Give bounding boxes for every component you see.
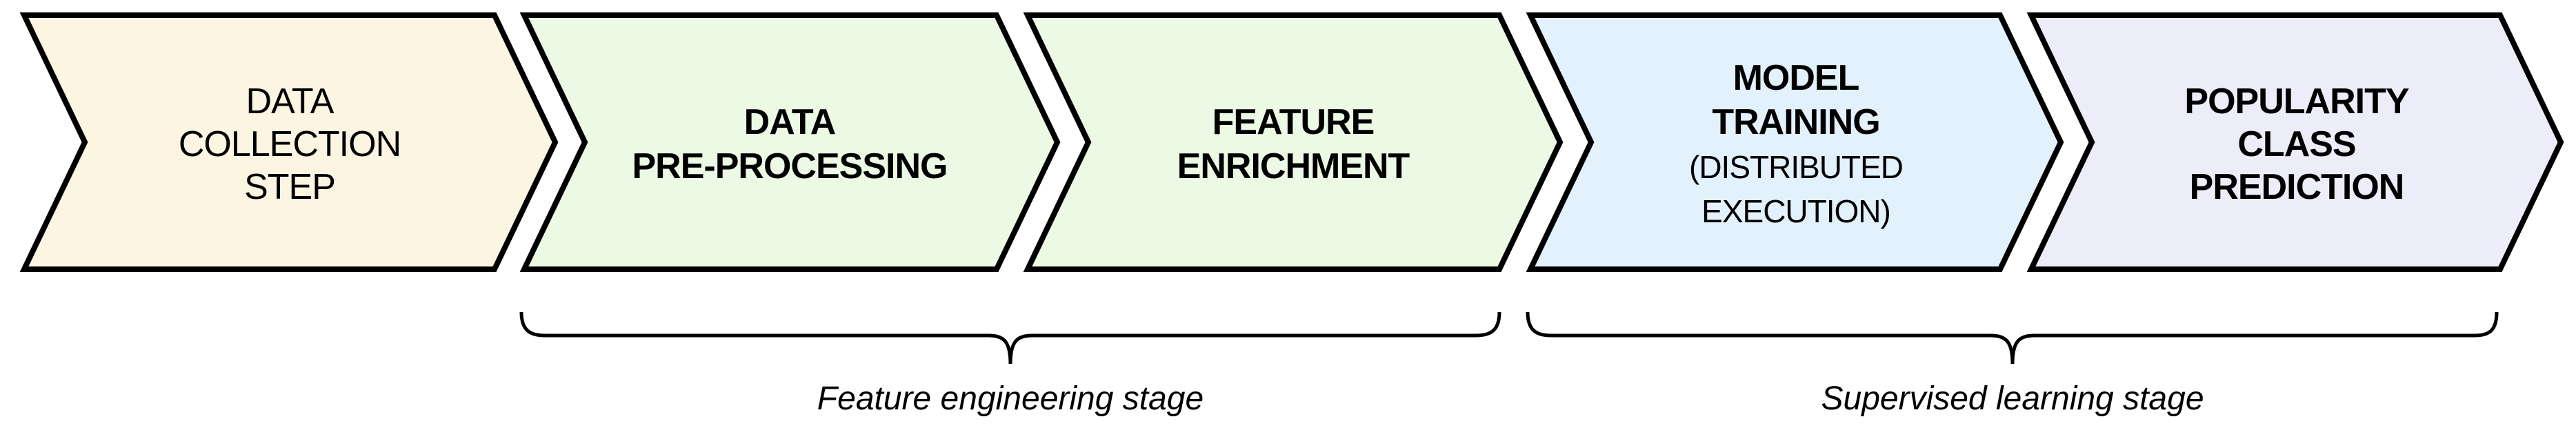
step-label-line: DATA (246, 81, 335, 122)
stage-label-supervised-learning: Supervised learning stage (1821, 380, 2204, 417)
step-sublabel-line: (DISTRIBUTED (1689, 149, 1903, 185)
curly-brace (1526, 311, 2499, 365)
chevron-shape-popularity-class-prediction (2026, 12, 2564, 272)
step-popularity-class-prediction: POPULARITY CLASS PREDICTION (2026, 12, 2564, 272)
step-label-line: POPULARITY (2184, 81, 2408, 122)
step-sublabel-line: EXECUTION) (1701, 193, 1890, 229)
stage-supervised-learning: Supervised learning stage (1526, 311, 2499, 417)
step-label-line: ENRICHMENT (1177, 146, 1410, 186)
step-label-line: TRAINING (1712, 102, 1879, 142)
chevron-shape-model-training (1526, 12, 2064, 272)
step-model-training: MODEL TRAINING (DISTRIBUTED EXECUTION) (1526, 12, 2064, 272)
stage-feature-engineering: Feature engineering stage (519, 311, 1501, 417)
chevron-shape-feature-enrichment (1023, 12, 1564, 272)
step-label-line: PRE-PROCESSING (632, 146, 948, 186)
step-label-line: FEATURE (1212, 102, 1375, 142)
step-label-line: STEP (244, 167, 335, 207)
step-label-line: MODEL (1733, 58, 1859, 98)
curly-brace (519, 311, 1501, 365)
stage-label-feature-engineering: Feature engineering stage (817, 380, 1204, 417)
step-data-pre-processing: DATA PRE-PROCESSING (519, 12, 1061, 272)
step-data-collection: DATA COLLECTION STEP (19, 12, 559, 272)
step-feature-enrichment: FEATURE ENRICHMENT (1023, 12, 1564, 272)
step-label-line: COLLECTION (179, 124, 401, 164)
chevron-shape-data-collection (19, 12, 559, 272)
step-label-line: PREDICTION (2190, 167, 2404, 207)
step-label-line: CLASS (2237, 124, 2355, 164)
chevron-shape-data-pre-processing (519, 12, 1061, 272)
step-label-line: DATA (744, 102, 836, 142)
